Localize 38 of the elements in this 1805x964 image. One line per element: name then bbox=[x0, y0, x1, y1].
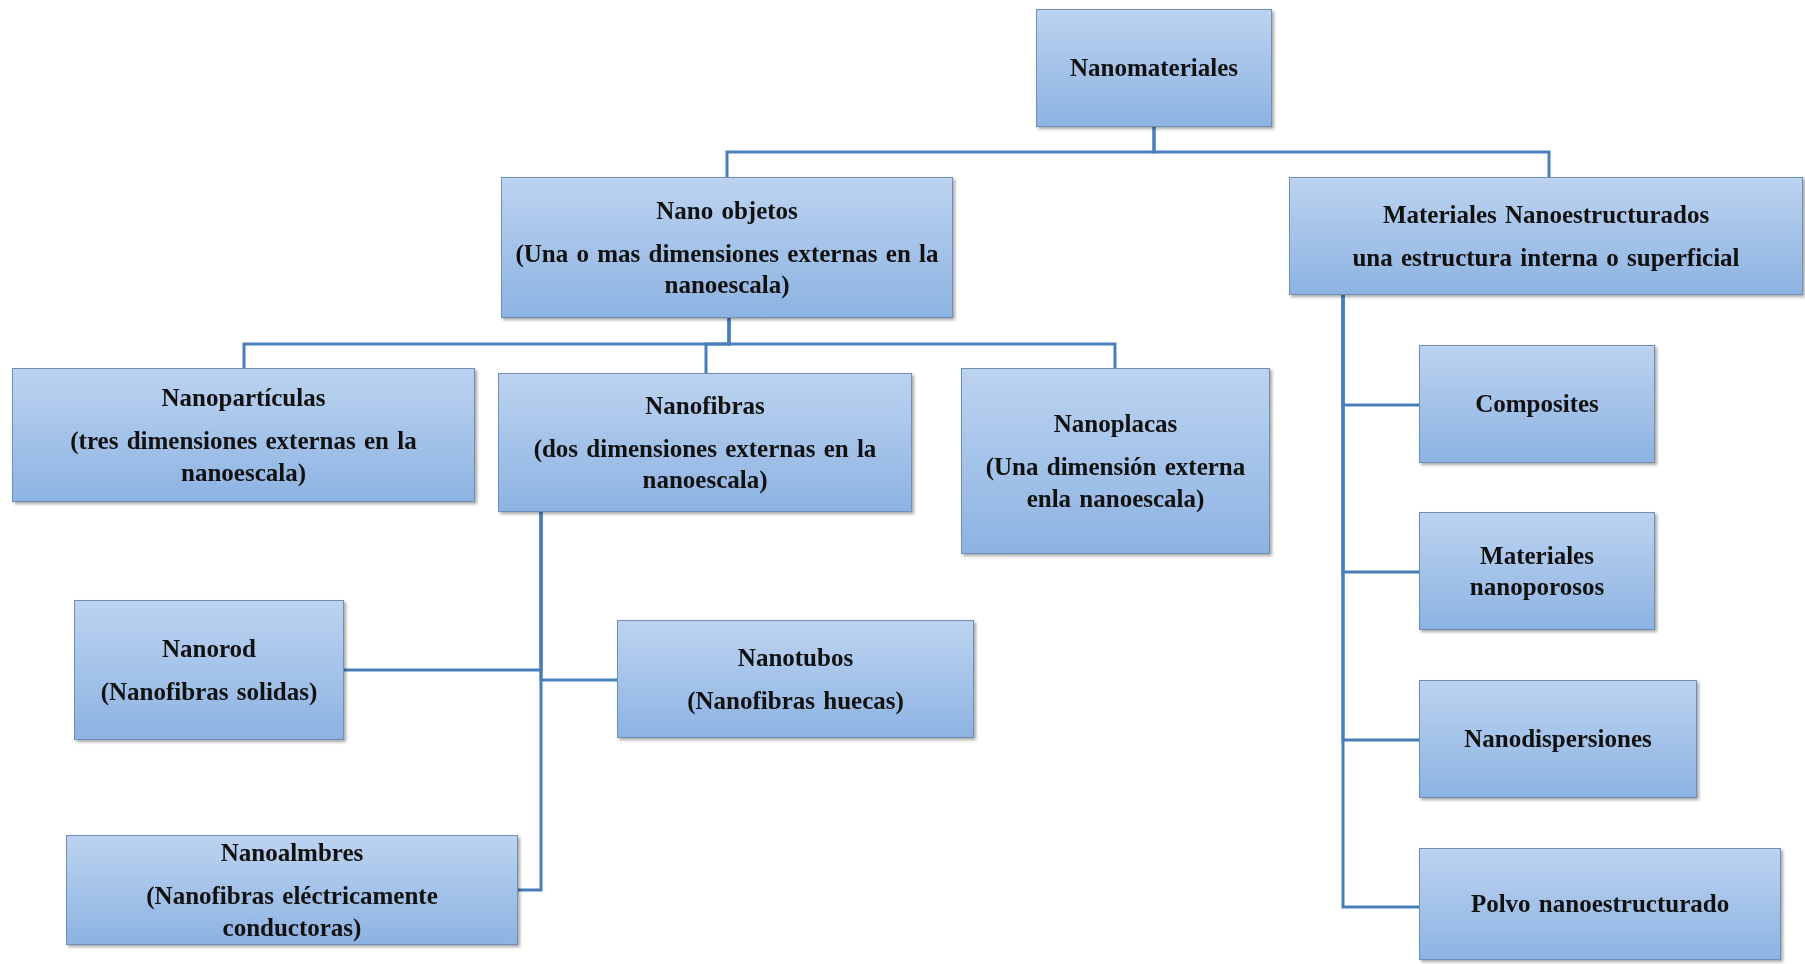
node-title: Nanoalmbres bbox=[220, 838, 364, 869]
concept-box bbox=[12, 368, 475, 502]
concept-box bbox=[961, 368, 1270, 554]
node-description: (tres dimensiones externas en la nanoescala) bbox=[69, 426, 418, 488]
connector-line bbox=[727, 318, 1117, 368]
connector-line bbox=[1341, 295, 1419, 909]
node-title: Nano objetos bbox=[656, 195, 798, 226]
node-title: Materiales Nanoestructurados bbox=[1382, 199, 1710, 230]
concept-box bbox=[1289, 177, 1803, 295]
node-title: Nanorod bbox=[162, 633, 256, 664]
connector-line bbox=[1152, 127, 1551, 177]
concept-box bbox=[74, 600, 344, 740]
node-title: Composites bbox=[1475, 389, 1599, 420]
node-description: (Una dimensión externa enla nanoescala) bbox=[984, 452, 1247, 514]
concept-box bbox=[1419, 680, 1697, 798]
node-description: (Nanofibras solidas) bbox=[100, 677, 318, 707]
node-description: (dos dimensiones externas en la nanoescala) bbox=[532, 433, 878, 496]
concept-box bbox=[1419, 345, 1655, 463]
node-description: (Una o mas dimensiones externas en la nanoescala) bbox=[514, 238, 940, 301]
concept-box bbox=[66, 835, 518, 945]
concept-box bbox=[1419, 512, 1655, 630]
node-description: (Nanofibras huecas) bbox=[687, 686, 904, 717]
node-title: Nanopartículas bbox=[161, 383, 326, 414]
node-title: Nanofibras bbox=[645, 390, 765, 421]
concept-box bbox=[617, 620, 974, 738]
concept-box bbox=[501, 177, 953, 318]
node-title: Nanodispersiones bbox=[1464, 724, 1652, 755]
node-title: Nanoplacas bbox=[1053, 409, 1178, 440]
node-description: (Nanofibras eléctricamente conductoras) bbox=[145, 881, 439, 943]
node-title: Materiales nanoporosos bbox=[1468, 540, 1606, 602]
node-description: una estructura interna o superficial bbox=[1352, 243, 1740, 273]
connector-line bbox=[518, 512, 543, 892]
node-title: Nanotubos bbox=[737, 642, 854, 673]
node-title: Nanomateriales bbox=[1070, 53, 1238, 84]
node-title: Polvo nanoestructurado bbox=[1470, 889, 1730, 920]
concept-box bbox=[1036, 9, 1272, 127]
concept-box bbox=[1419, 848, 1781, 960]
concept-box bbox=[498, 373, 912, 512]
